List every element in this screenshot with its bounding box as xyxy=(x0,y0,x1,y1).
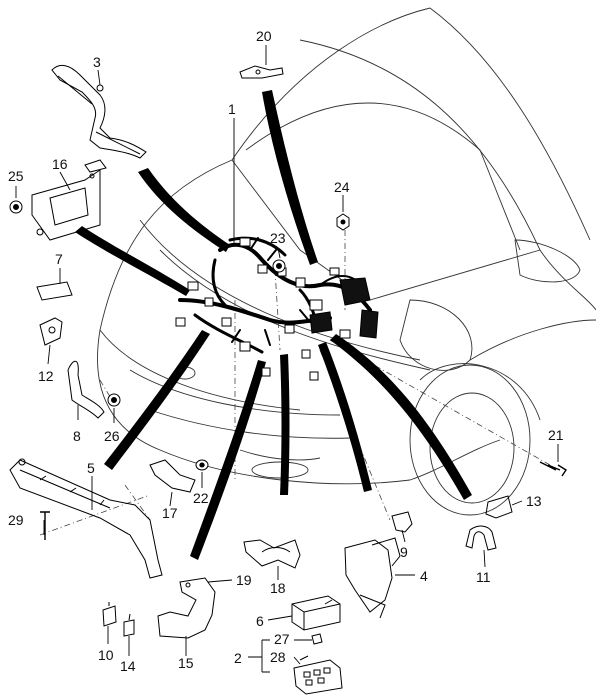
pointer-strokes xyxy=(75,90,472,560)
part-21-bolt xyxy=(539,461,567,477)
part-11-clamp xyxy=(465,525,497,551)
callout-16: 16 xyxy=(52,156,68,172)
part-4-bracket xyxy=(344,537,401,619)
callout-20: 20 xyxy=(256,28,272,44)
callout-1: 1 xyxy=(228,101,236,117)
callout-22: 22 xyxy=(193,490,209,506)
part-16-bracket xyxy=(31,159,107,241)
part-13-clip xyxy=(485,495,513,519)
part-18-bracket xyxy=(243,539,301,569)
callout-25: 25 xyxy=(8,168,24,184)
callout-17: 17 xyxy=(162,505,178,521)
callout-26: 26 xyxy=(104,428,120,444)
callout-21: 21 xyxy=(548,427,564,443)
part-14-fuse xyxy=(123,613,135,637)
callout-6: 6 xyxy=(256,613,264,629)
callout-11: 11 xyxy=(476,569,491,585)
callout-19: 19 xyxy=(236,572,252,588)
callout-29: 29 xyxy=(8,512,24,528)
harness-connectors xyxy=(175,237,351,381)
part-6-relay-box xyxy=(291,595,341,631)
callout-15: 15 xyxy=(178,655,194,671)
part-7-plate xyxy=(36,281,73,301)
car-body-outline xyxy=(97,7,596,516)
part-23-grommet xyxy=(272,259,286,273)
callout-labels: 1 2 3 4 5 6 7 8 9 10 11 12 13 14 15 16 1… xyxy=(8,28,564,674)
part-8-bracket xyxy=(67,360,105,419)
part-5-rail xyxy=(9,458,163,579)
part-20-bracket xyxy=(239,65,284,79)
callout-27: 27 xyxy=(274,631,290,647)
part-15-19-bracket xyxy=(157,577,216,639)
callout-8: 8 xyxy=(73,428,81,444)
part-27-28-fuse-block xyxy=(293,633,343,695)
callout-5: 5 xyxy=(87,460,95,476)
callout-14: 14 xyxy=(120,658,136,674)
part-9-clip xyxy=(391,511,413,533)
callout-leaders xyxy=(15,45,559,673)
part-10-fuse xyxy=(102,602,117,627)
callout-4: 4 xyxy=(420,568,428,584)
callout-2: 2 xyxy=(234,650,242,666)
part-26-nut xyxy=(107,393,121,407)
part-12-bracket xyxy=(39,317,63,346)
battery-block xyxy=(309,277,379,339)
callout-24: 24 xyxy=(334,179,350,195)
callout-28: 28 xyxy=(270,649,286,665)
part-24-nut xyxy=(336,213,350,231)
part-17-bracket xyxy=(149,459,196,493)
callout-9: 9 xyxy=(400,544,408,560)
callout-3: 3 xyxy=(93,54,101,70)
part-25-nut xyxy=(9,200,23,214)
part-29-bolt xyxy=(40,511,50,540)
callout-18: 18 xyxy=(270,580,286,596)
callout-10: 10 xyxy=(98,647,114,663)
callout-13: 13 xyxy=(526,493,542,509)
callout-23: 23 xyxy=(270,230,286,246)
callout-12: 12 xyxy=(38,368,54,384)
callout-7: 7 xyxy=(55,251,63,267)
part-22-grommet xyxy=(195,459,209,471)
